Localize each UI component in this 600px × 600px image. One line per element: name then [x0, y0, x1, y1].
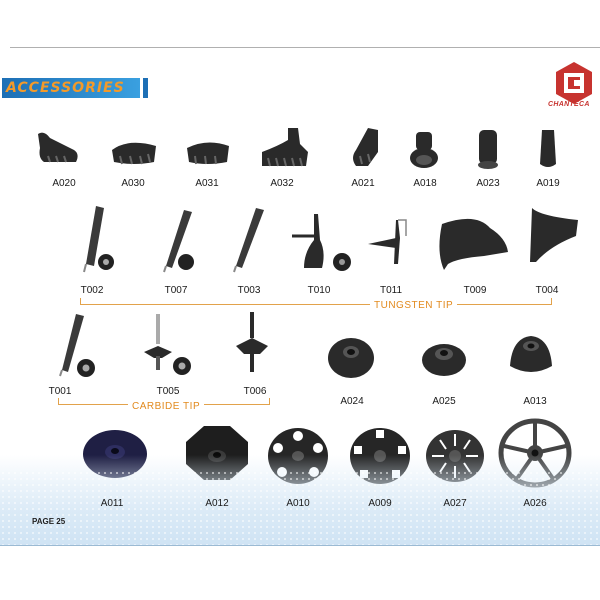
- code-t005: T005: [156, 386, 180, 397]
- bottom-rule: [0, 545, 600, 546]
- code-t009: T009: [463, 285, 487, 296]
- top-rule: [10, 47, 600, 48]
- footer-dot-pattern: [0, 470, 600, 545]
- code-t006: T006: [243, 386, 267, 397]
- code-t003: T003: [237, 285, 261, 296]
- section-title: ACCESSORIES: [6, 80, 125, 96]
- code-a021: A021: [351, 178, 375, 189]
- tungsten-tip-label: TUNGSTEN TIP: [370, 300, 458, 311]
- brand-logo-icon: [556, 62, 592, 104]
- banner-tab: [143, 78, 148, 98]
- tip-t011-image: [368, 219, 407, 264]
- code-a030: A030: [121, 178, 145, 189]
- code-a013: A013: [523, 396, 547, 407]
- pad-a020-image: [38, 132, 78, 163]
- brand-name: CHANTECA: [548, 101, 590, 108]
- pad-a032-image: [262, 128, 308, 167]
- basket-a024-image: [328, 338, 374, 378]
- code-a020: A020: [52, 178, 76, 189]
- code-a026: A026: [523, 498, 547, 509]
- code-t007: T007: [164, 285, 188, 296]
- section-banner: ACCESSORIES: [2, 78, 140, 98]
- tip-t006-image: [236, 312, 268, 372]
- code-t010: T010: [307, 285, 331, 296]
- code-a024: A024: [340, 396, 364, 407]
- tip-t007-image: [163, 210, 194, 273]
- tip-t001-image: [59, 314, 95, 377]
- code-a032: A032: [270, 178, 294, 189]
- tip-t002-image: [83, 206, 114, 273]
- code-a027: A027: [443, 498, 467, 509]
- tip-a023-image: [478, 130, 498, 169]
- code-a031: A031: [195, 178, 219, 189]
- carbide-tip-label: CARBIDE TIP: [128, 401, 205, 412]
- basket-a013-image: [510, 336, 552, 372]
- tip-a019-image: [540, 130, 556, 167]
- code-t001: T001: [48, 386, 72, 397]
- tip-a021-image: [353, 128, 378, 166]
- basket-a025-image: [422, 344, 466, 376]
- pad-a030-image: [112, 142, 156, 165]
- code-a010: A010: [286, 498, 310, 509]
- code-a019: A019: [536, 178, 560, 189]
- tip-a018-image: [410, 132, 438, 168]
- tungsten-bracket: [80, 298, 552, 305]
- tip-t005-image: [144, 314, 191, 375]
- code-a025: A025: [432, 396, 456, 407]
- tip-t010-image: [292, 214, 351, 271]
- code-t002: T002: [80, 285, 104, 296]
- tip-t009-image: [439, 218, 508, 270]
- tip-t004-image: [530, 208, 578, 262]
- code-t004: T004: [535, 285, 559, 296]
- code-a018: A018: [413, 178, 437, 189]
- code-a023: A023: [476, 178, 500, 189]
- tip-t003-image: [233, 208, 264, 273]
- code-a011: A011: [100, 498, 124, 509]
- code-a009: A009: [368, 498, 392, 509]
- page-number: PAGE 25: [32, 517, 66, 526]
- code-t011: T011: [379, 285, 403, 296]
- code-a012: A012: [205, 498, 229, 509]
- pad-a031-image: [187, 142, 229, 165]
